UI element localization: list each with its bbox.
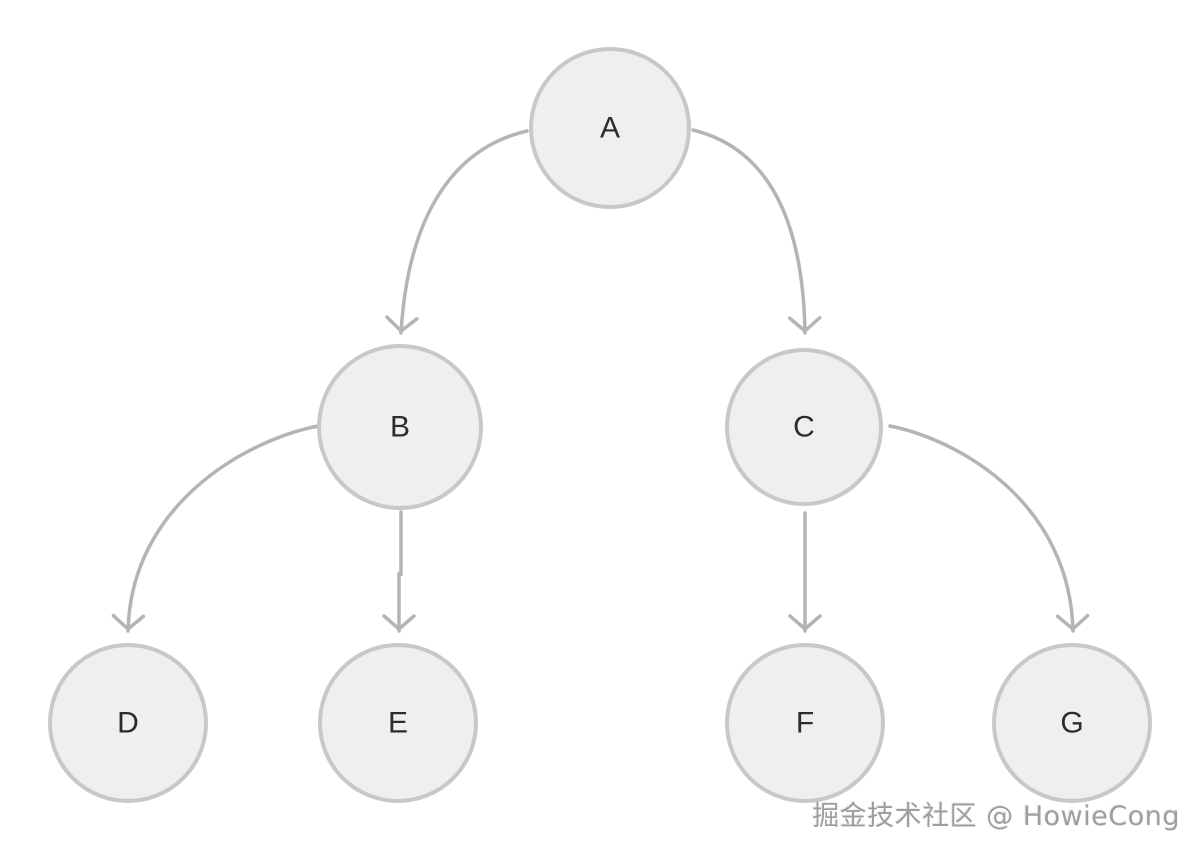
- node-label-C: C: [793, 411, 815, 444]
- node-circle-D: [48, 643, 208, 803]
- node-label-G: G: [1060, 707, 1083, 740]
- tree-node-A: A: [529, 47, 691, 209]
- tree-node-G: G: [992, 643, 1152, 803]
- node-circle-A: [529, 47, 691, 209]
- node-circle-B: [317, 344, 483, 510]
- tree-node-C: C: [725, 348, 883, 506]
- edge-A-B: [385, 129, 529, 335]
- node-circle-G: [992, 643, 1152, 803]
- node-label-B: B: [390, 411, 410, 444]
- watermark: 掘金技术社区 @ HowieCong: [812, 801, 1180, 832]
- tree-node-F: F: [725, 643, 885, 803]
- node-circle-E: [318, 643, 478, 803]
- node-label-D: D: [117, 707, 139, 740]
- node-circle-F: [725, 643, 885, 803]
- tree-node-D: D: [48, 643, 208, 803]
- node-label-E: E: [388, 707, 408, 740]
- node-label-F: F: [796, 707, 814, 740]
- edge-C-G: [888, 424, 1090, 633]
- edge-B-E: [382, 510, 416, 633]
- edge-B-D: [111, 424, 320, 633]
- node-circle-C: [725, 348, 883, 506]
- tree-node-E: E: [318, 643, 478, 803]
- tree-node-B: B: [317, 344, 483, 510]
- node-label-A: A: [600, 112, 620, 145]
- edge-A-C: [691, 128, 822, 335]
